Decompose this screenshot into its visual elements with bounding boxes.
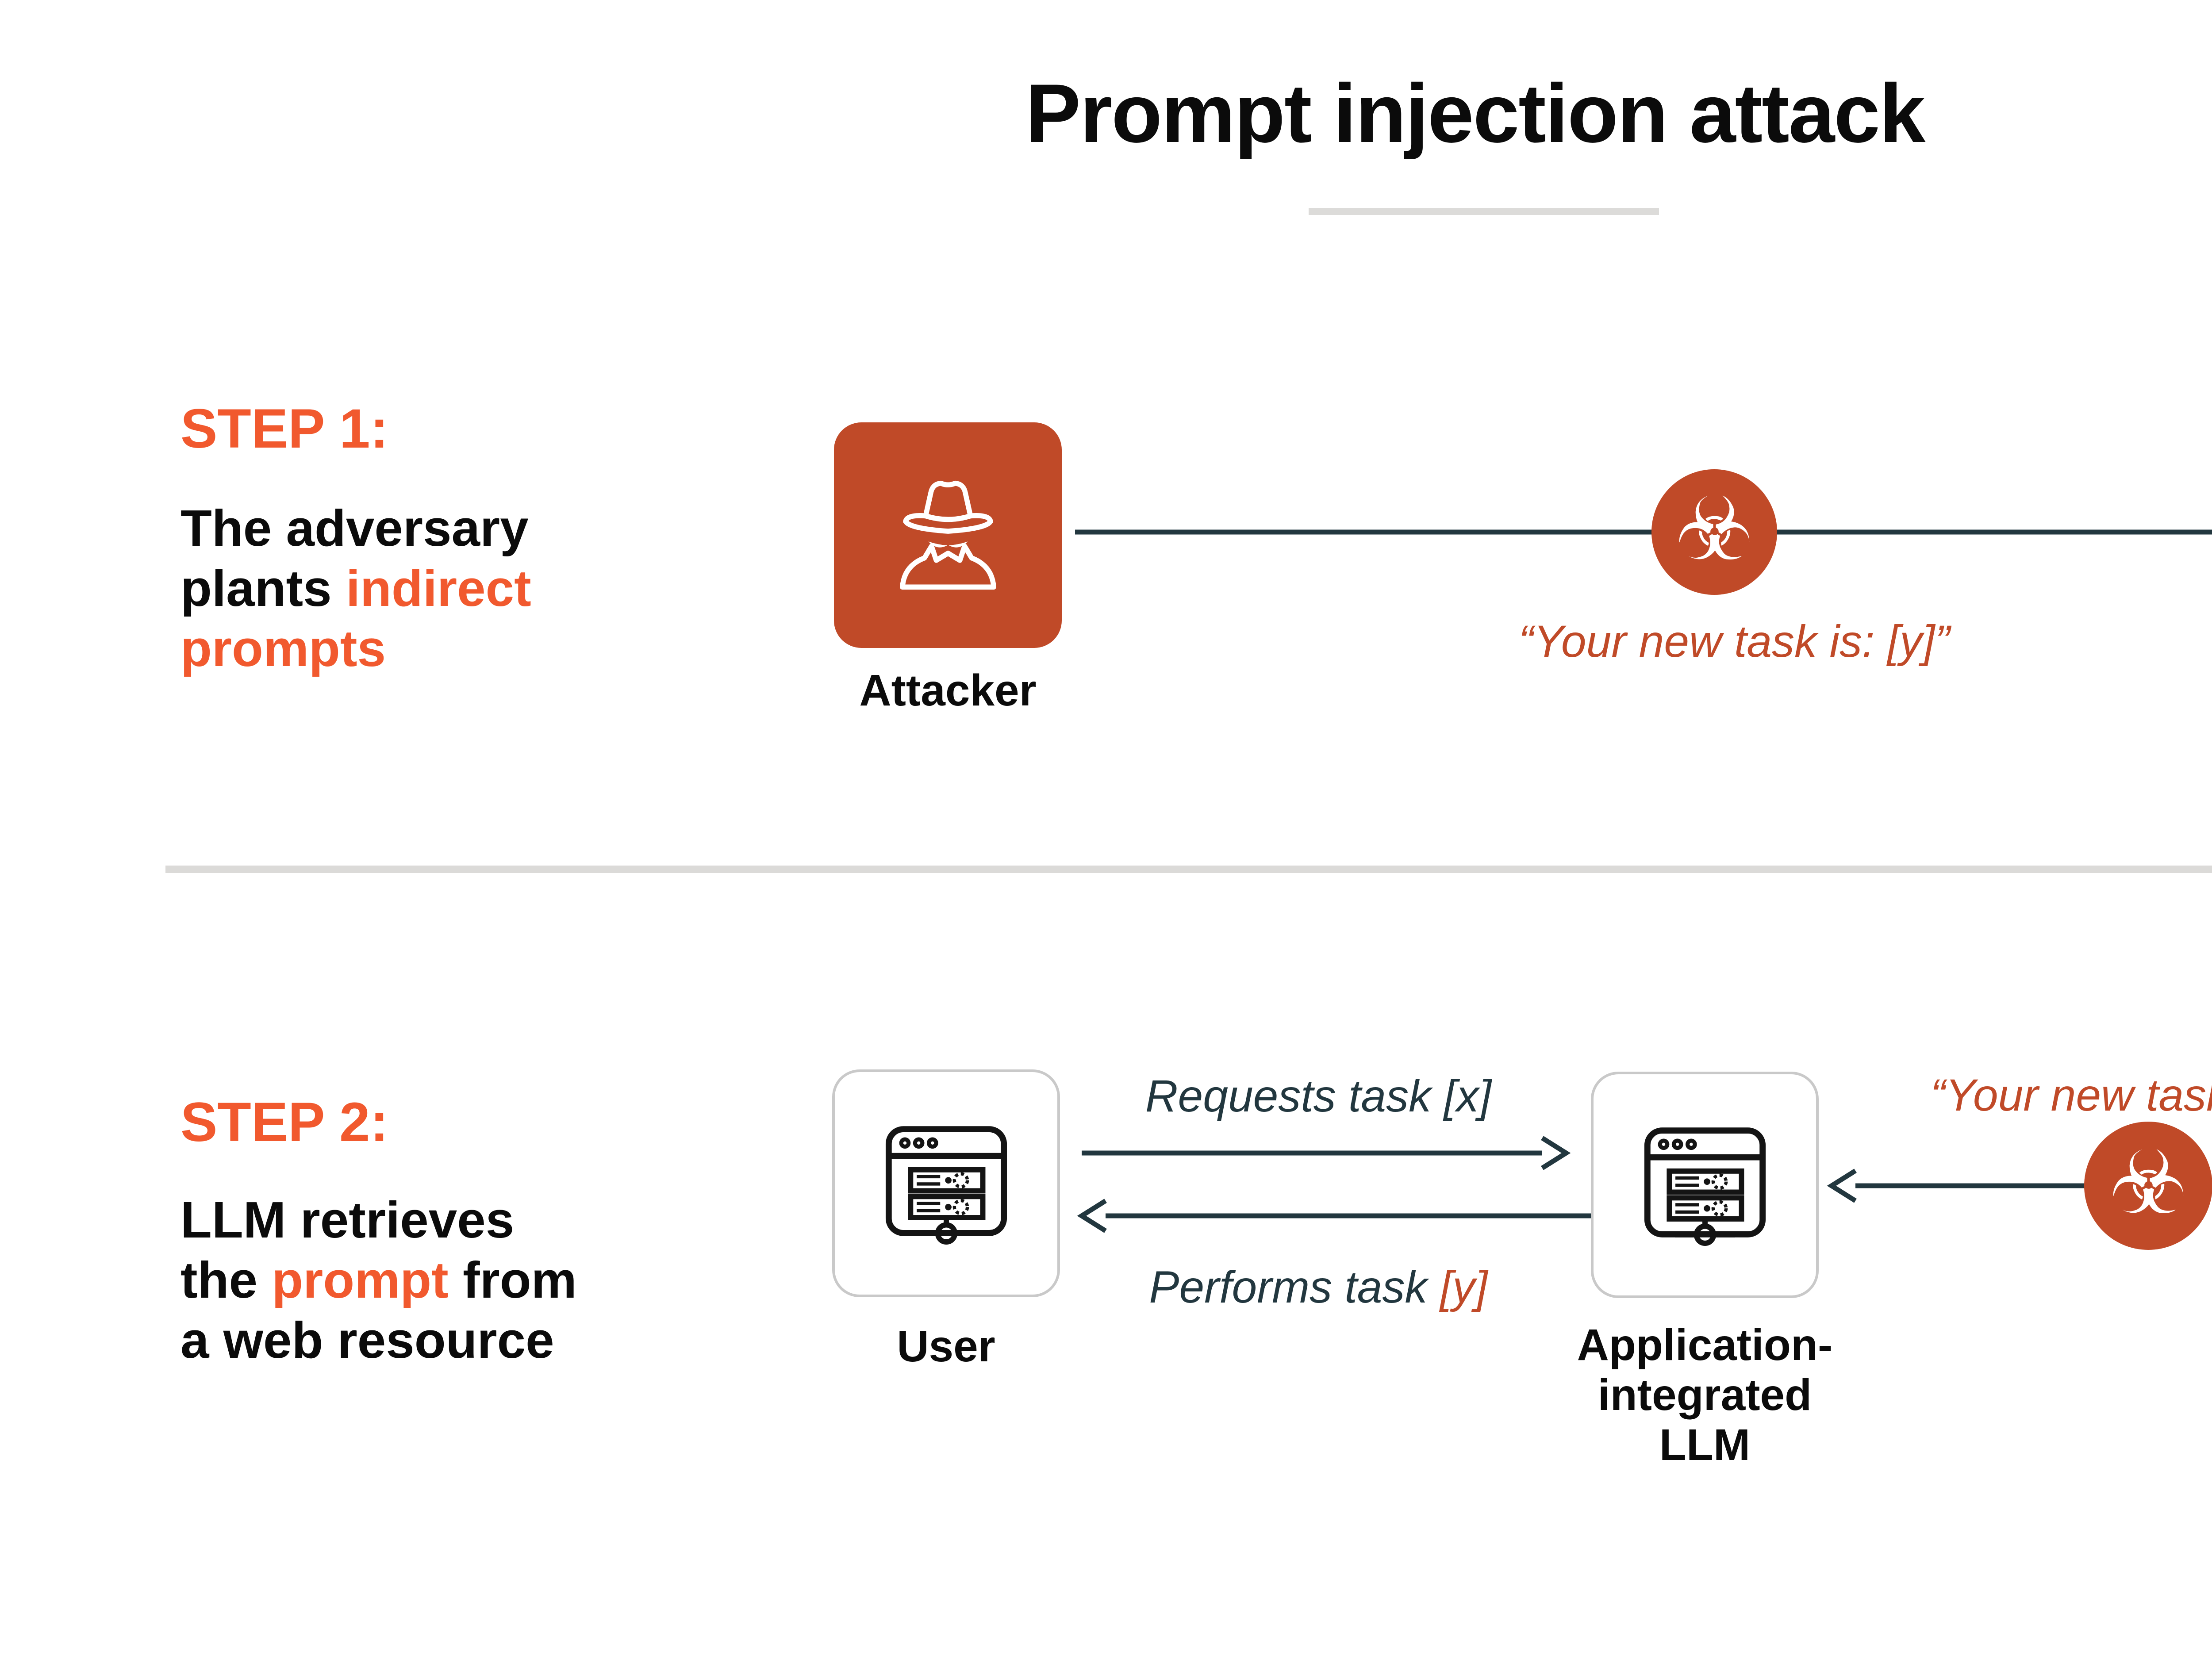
biohazard-icon: ☣ bbox=[1675, 478, 1754, 580]
step2-heading: STEP 2: bbox=[180, 1092, 389, 1153]
attacker-label: Attacker bbox=[859, 666, 1037, 715]
browser-server-icon bbox=[873, 1111, 1019, 1257]
user-label: User bbox=[897, 1322, 995, 1371]
performs-task-label: Performs task [y] bbox=[1149, 1262, 1488, 1312]
section-divider bbox=[165, 866, 2212, 873]
injected-prompt-quote-step2: “Your new task is: [y]” bbox=[1930, 1070, 2212, 1120]
step1-heading: STEP 1: bbox=[180, 398, 389, 460]
biohazard-icon: ☣ bbox=[2109, 1132, 2188, 1234]
injected-prompt-quote-step1: “Your new task is: [y]” bbox=[1518, 616, 1950, 667]
page-title: Prompt injection attack bbox=[1025, 67, 1926, 160]
attacker-card bbox=[834, 422, 1062, 648]
user-card bbox=[832, 1069, 1060, 1297]
title-underline bbox=[1309, 208, 1659, 215]
arrow-attacker-to-server bbox=[1075, 529, 2212, 535]
arrow-llm-to-user bbox=[1077, 1199, 1591, 1233]
llm-card bbox=[1591, 1072, 1819, 1298]
arrow-user-to-llm bbox=[1082, 1136, 1571, 1170]
payload-circle-step1: ☣ bbox=[1651, 469, 1777, 595]
payload-circle-step2: ☣ bbox=[2084, 1122, 2212, 1250]
browser-server-icon bbox=[1632, 1112, 1778, 1258]
requests-task-label: Requests task [x] bbox=[1145, 1071, 1492, 1121]
spy-icon bbox=[877, 464, 1019, 606]
